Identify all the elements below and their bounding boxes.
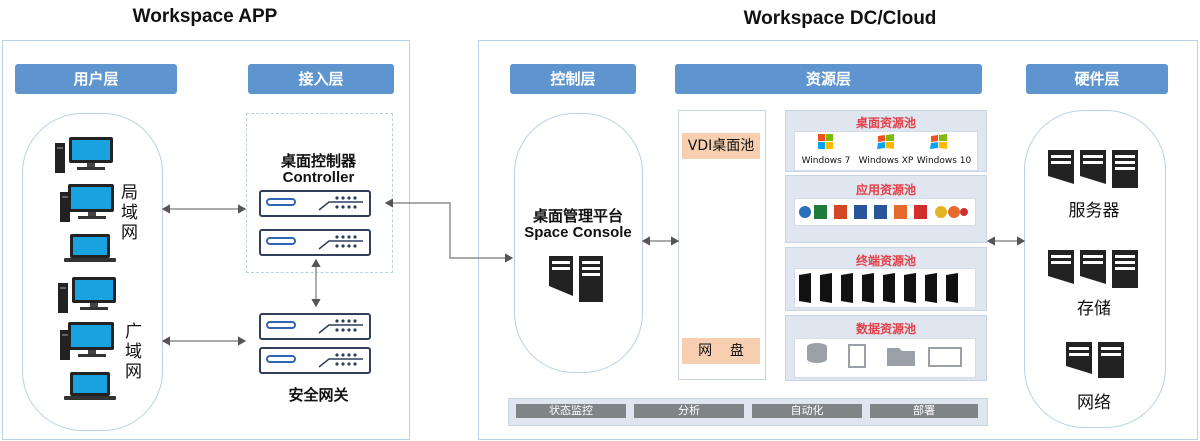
storage-label: 存储	[1077, 299, 1111, 319]
user-layer-header: 用户层	[15, 64, 177, 94]
control-layer-header: 控制层	[510, 64, 636, 94]
controller-cn-label: 桌面控制器	[280, 152, 356, 170]
os-label: Windows 10	[916, 156, 972, 166]
desktop-pool-title: 桌面资源池	[855, 116, 916, 130]
windows-logo-icon	[930, 134, 947, 149]
gateway-label: 安全网关	[288, 386, 349, 404]
desktop-pc-icon	[58, 277, 116, 313]
platform-en-label: Space Console	[524, 224, 632, 241]
wan-label: 广 域 网	[125, 322, 142, 382]
data-pool-title: 数据资源池	[855, 322, 916, 336]
app-icons-row	[799, 205, 968, 219]
controller-console-connector	[384, 198, 514, 263]
network-label: 网络	[1077, 393, 1111, 413]
server-rack-icon	[1048, 150, 1138, 188]
laptop-icon	[64, 372, 116, 400]
server-icon	[549, 256, 603, 302]
os-label: Windows XP	[858, 156, 914, 166]
windows-logo-icon	[877, 134, 894, 149]
footer-deployment: 部署	[870, 404, 978, 418]
server-label: 服务器	[1068, 201, 1120, 221]
workspace-dc-title: Workspace DC/Cloud	[743, 8, 937, 29]
footer-analysis: 分析	[634, 404, 744, 418]
laptop-icon	[64, 234, 116, 262]
gateway-appliance-icon	[259, 313, 371, 340]
footer-status-monitor: 状态监控	[516, 404, 626, 418]
netdisk-box: 网 盘	[682, 338, 760, 364]
platform-cn-label: 桌面管理平台	[532, 207, 623, 225]
control-layer-group	[514, 113, 643, 373]
terminal-pool-title: 终端资源池	[855, 254, 916, 268]
desktop-pc-icon	[60, 184, 114, 222]
workspace-app-title: Workspace APP	[132, 6, 278, 27]
resource-layer-header: 资源层	[675, 64, 982, 94]
lan-label: 局 域 网	[121, 183, 138, 243]
access-layer-header: 接入层	[248, 64, 394, 94]
os-label: Windows 7	[801, 156, 851, 166]
desktop-pc-icon	[60, 322, 114, 360]
vdi-pool-box: VDI桌面池	[682, 133, 760, 159]
desktop-pc-icon	[55, 137, 113, 173]
footer-automation: 自动化	[752, 404, 862, 418]
controller-en-label: Controller	[282, 169, 355, 186]
controller-appliance-icon	[259, 229, 371, 256]
thin-client-icons	[799, 273, 958, 303]
gateway-appliance-icon	[259, 347, 371, 374]
windows-logo-icon	[818, 134, 833, 149]
controller-appliance-icon	[259, 190, 371, 217]
data-icons-row	[807, 343, 962, 368]
network-rack-icon	[1066, 342, 1124, 378]
hardware-layer-header: 硬件层	[1026, 64, 1168, 94]
app-pool-title: 应用资源池	[855, 183, 916, 197]
storage-rack-icon	[1048, 250, 1138, 288]
